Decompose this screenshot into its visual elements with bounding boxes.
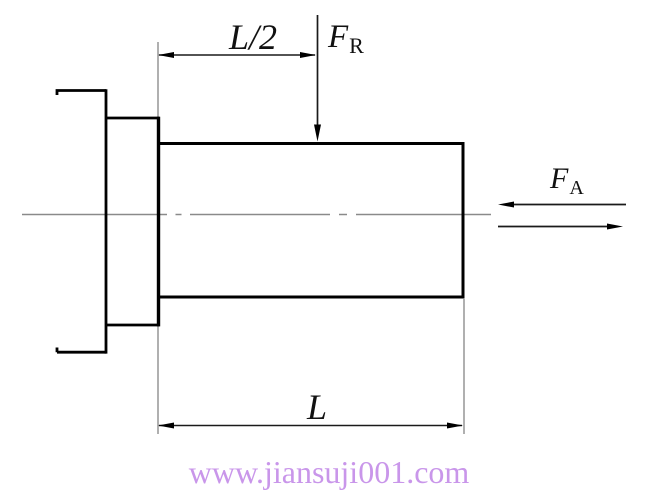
axial-force-arrowhead-right-icon bbox=[607, 223, 623, 230]
axial-force-subscript: A bbox=[569, 177, 584, 199]
half-span-arrowhead-right-icon bbox=[300, 52, 316, 58]
radial-force-label: FR bbox=[327, 19, 364, 58]
half-span-label: L/2 bbox=[228, 17, 277, 57]
axial-force: FA bbox=[498, 162, 626, 230]
radial-force-symbol: F bbox=[327, 19, 349, 55]
span-arrowhead-left-icon bbox=[158, 422, 174, 429]
watermark: www.jiansuji001.com bbox=[189, 454, 470, 490]
span-label: L bbox=[306, 387, 327, 427]
radial-force-subscript: R bbox=[349, 33, 364, 58]
axial-force-label: FA bbox=[549, 162, 584, 199]
radial-force-arrowhead-icon bbox=[314, 124, 321, 142]
extension-lines bbox=[157, 42, 465, 434]
hub-outline bbox=[55, 89, 161, 354]
axial-force-symbol: F bbox=[549, 162, 569, 195]
dimension-span: L bbox=[158, 387, 463, 429]
radial-force: FR bbox=[314, 15, 364, 142]
dimension-half-span: L/2 bbox=[158, 17, 316, 58]
axial-force-arrowhead-left-icon bbox=[498, 201, 514, 208]
half-span-arrowhead-left-icon bbox=[158, 52, 174, 58]
hub-bottom-edge bbox=[55, 347, 106, 354]
shaft-body bbox=[157, 142, 465, 299]
span-arrowhead-right-icon bbox=[447, 422, 463, 429]
hub-top-edge bbox=[55, 89, 106, 95]
